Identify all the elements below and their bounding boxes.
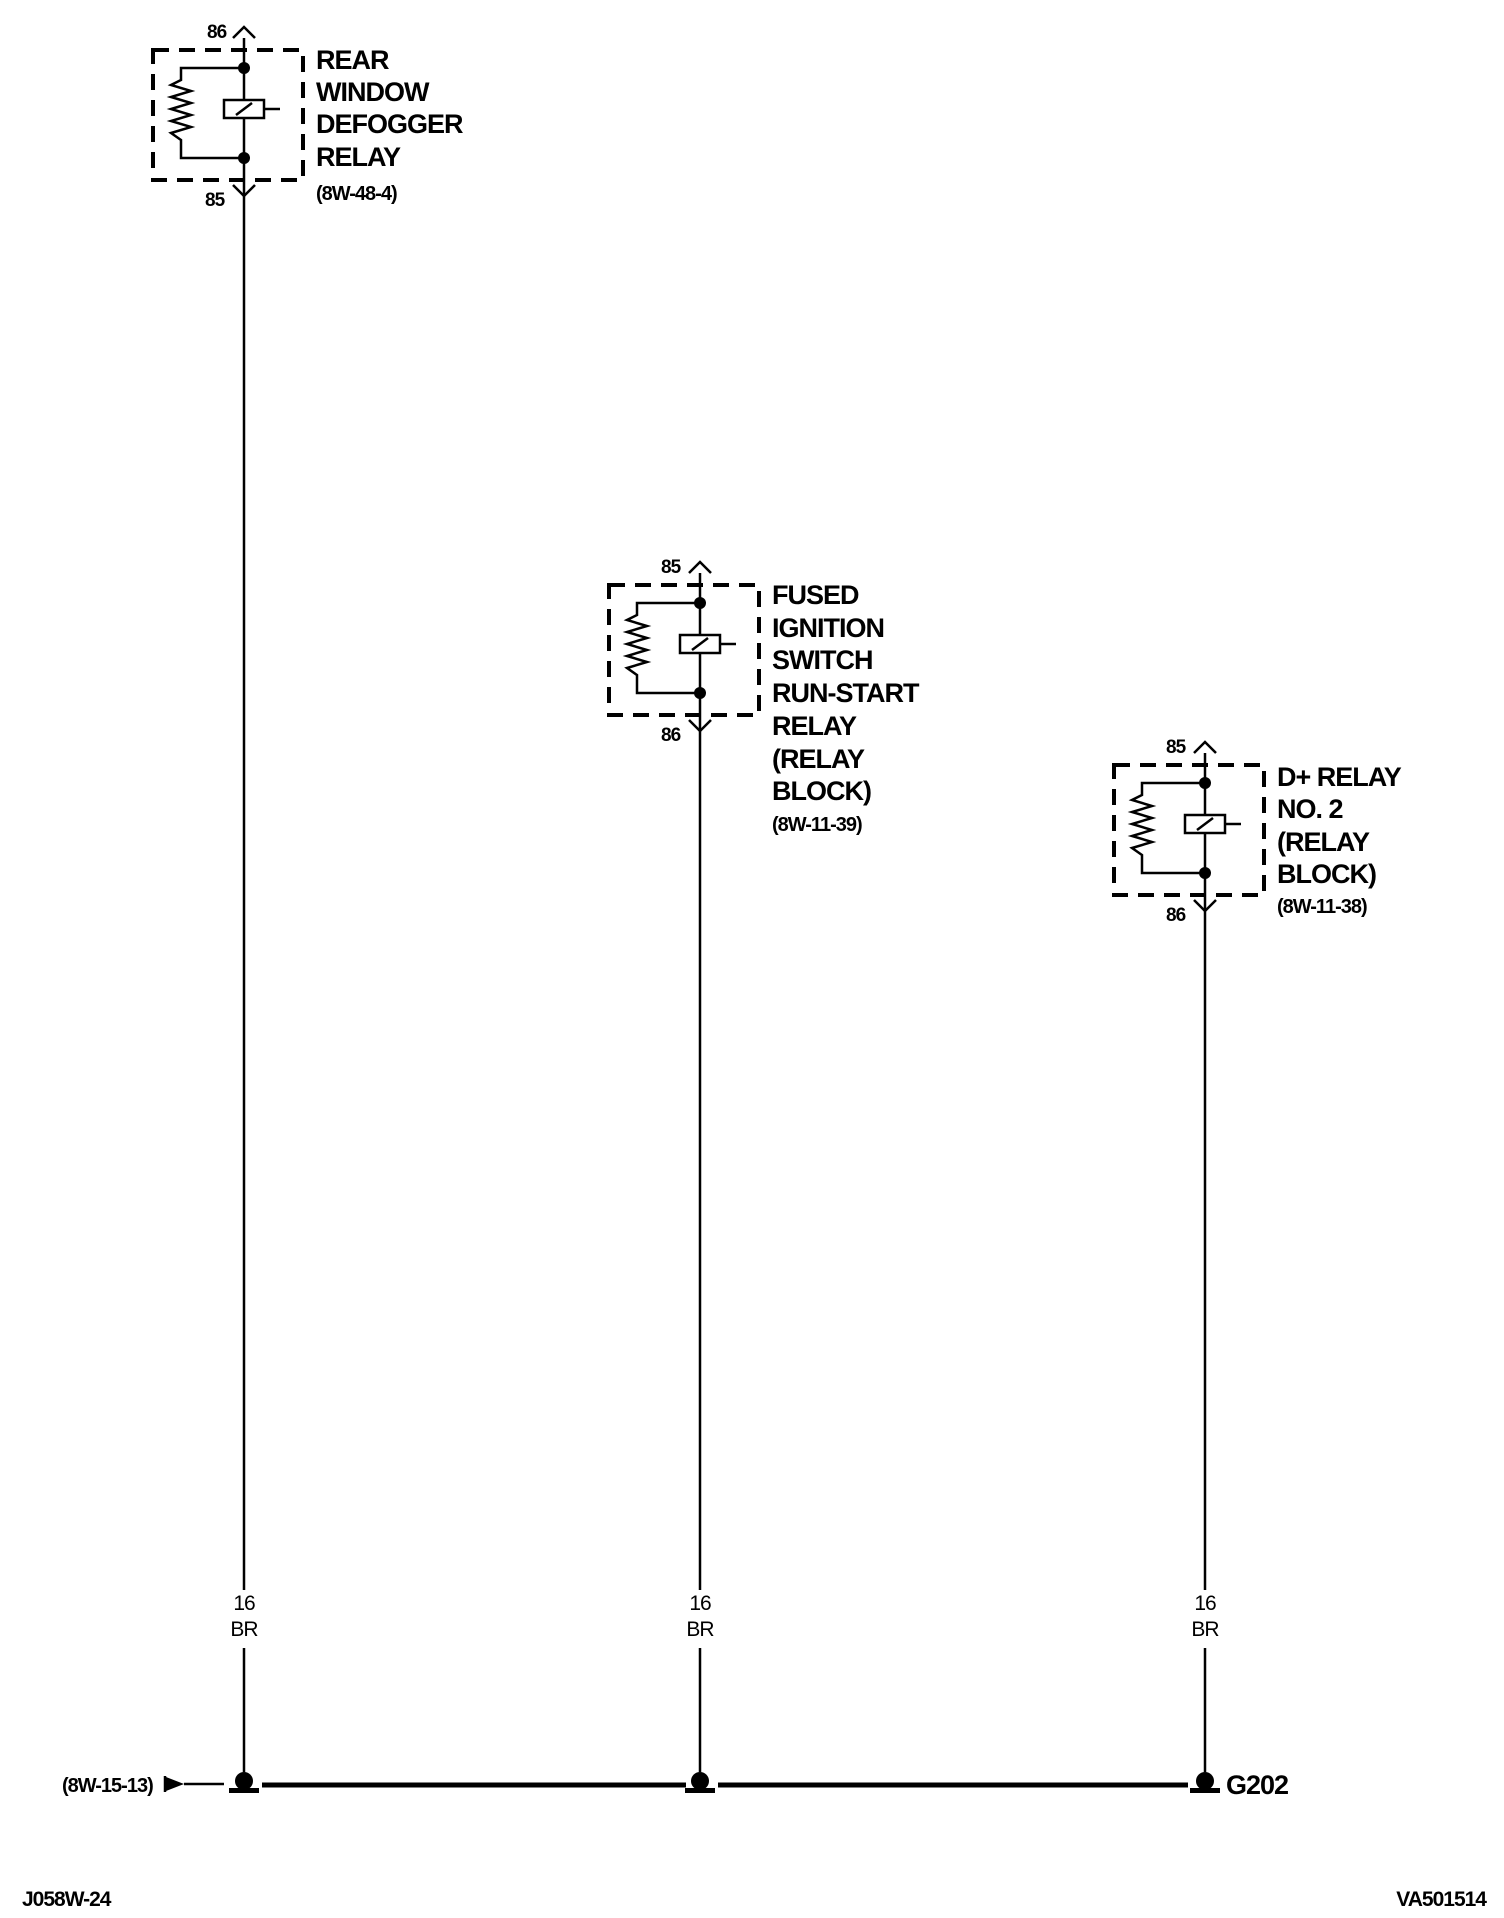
pin-number-top: 85 [1166,737,1187,758]
page-reference: (8W-48-4) [316,183,397,205]
splice-icon [685,1772,715,1793]
resistor-icon [1127,781,1205,875]
relay-housing-dashed-box [607,583,761,717]
ground-label: G202 [1226,1770,1288,1800]
relay-name-line: RELAY [316,142,401,172]
relay-housing-dashed-box [151,48,305,182]
relay-housing-dashed-box [1112,763,1266,897]
relay-d-plus-no-2: 85 86 D+ RELAY NO. 2 (RELAY BLOCK) (8W-1… [1112,737,1403,926]
pin-number-top: 86 [207,22,227,43]
relay-coil-icon [678,633,736,655]
ground-bus: G202 (8W-15-13) [62,1770,1289,1800]
page-reference: (8W-11-38) [1277,896,1367,918]
wire-color: BR [230,1618,258,1641]
splice-icon [229,1772,259,1793]
diagram-code-right: VA501514 [1396,1888,1487,1911]
relay-name-line: NO. 2 [1277,794,1343,824]
ground-icon [1190,1772,1220,1793]
relay-name-line: SWITCH [772,645,872,675]
resistor-icon [622,601,700,695]
pin-number-bottom: 85 [205,190,226,211]
relay-coil-icon [222,98,280,120]
connector-chevron-icon [688,560,712,574]
relay-name-line: D+ RELAY [1277,762,1402,792]
wire-1: 16 BR [230,193,259,1772]
relay-name-line: IGNITION [772,613,884,643]
relay-name-line: WINDOW [316,77,430,107]
wire-gauge: 16 [689,1592,711,1615]
relay-fused-ignition-switch-run-start: 85 86 FUSED IGNITION SWITCH RUN-START RE… [607,557,921,836]
relay-name-line: (RELAY [772,744,865,774]
wire-2: 16 BR [686,728,715,1772]
wire-gauge: 16 [233,1592,255,1615]
relay-name-line: (RELAY [1277,827,1370,857]
relay-name-line: RELAY [772,711,857,741]
wire-gauge: 16 [1194,1592,1216,1615]
connector-chevron-icon [232,25,256,39]
relay-name-line: BLOCK) [1277,859,1376,889]
wire-color: BR [686,1618,714,1641]
continuation-reference: (8W-15-13) [62,1775,153,1797]
relay-name-line: DEFOGGER [316,109,463,139]
connector-chevron-icon [1193,740,1217,754]
page-reference: (8W-11-39) [772,814,862,836]
wire-color: BR [1191,1618,1219,1641]
relay-name-line: REAR [316,45,389,75]
diagram-code-left: J058W-24 [22,1888,112,1911]
pin-number-bottom: 86 [1166,905,1186,926]
relay-name-line: RUN-START [772,678,920,708]
resistor-icon [166,66,244,160]
wire-3: 16 BR [1191,908,1220,1772]
pin-number-bottom: 86 [661,725,681,746]
relay-name-line: BLOCK) [772,776,871,806]
relay-rear-window-defogger: 86 85 REAR WINDOW DEFOGGER RELAY (8W-48-… [151,22,464,211]
relay-name-line: FUSED [772,580,859,610]
arrow-right-icon [163,1776,224,1792]
pin-number-top: 85 [661,557,682,578]
relay-coil-icon [1183,813,1241,835]
